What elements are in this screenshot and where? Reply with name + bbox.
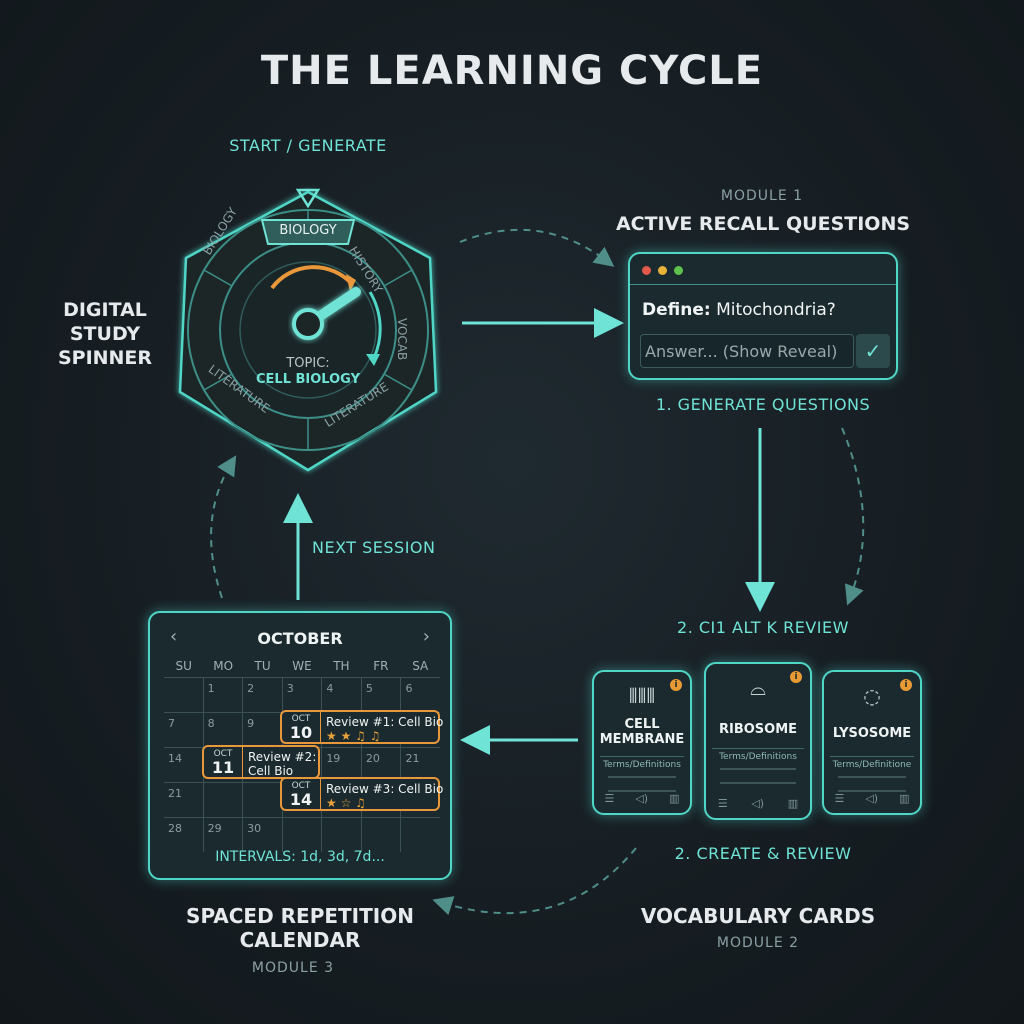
intervals-label: INTERVALS: 1d, 3d, 7d...	[215, 849, 385, 865]
list-icon[interactable]: ☰	[834, 792, 845, 805]
recall-question: Define: Mitochondria?	[642, 300, 836, 320]
answer-input[interactable]: Answer... (Show Reveal)	[640, 334, 854, 368]
membrane-icon: ⦀⦀⦀	[628, 684, 656, 708]
speaker-icon[interactable]: ◁)	[635, 792, 649, 805]
topic-label: TOPIC:	[286, 356, 330, 371]
trash-icon[interactable]: ▥	[899, 792, 910, 805]
calendar-month: OCTOBER	[257, 629, 343, 648]
module-1-tag: MODULE 1	[720, 188, 804, 204]
dashed-arrow-right	[841, 427, 865, 606]
rating-stars: ★ ★ ♫ ♫	[326, 729, 381, 743]
window-maximize-dot[interactable]	[674, 266, 683, 275]
chevron-left-icon[interactable]: ‹	[170, 626, 178, 647]
vocab-card-lysosome[interactable]: i ◌ LYSOSOME Terms/Definitione ☰◁)▥	[822, 670, 922, 815]
dashed-arrow-top	[459, 228, 615, 267]
vocab-card-ribosome[interactable]: i ⌓ RIBOSOME Terms/Definitions ☰◁)▥	[704, 662, 812, 820]
module-2-title: VOCABULARY CARDS	[640, 904, 876, 928]
info-icon: i	[900, 679, 912, 691]
create-review-label: 2. CREATE & REVIEW	[674, 844, 852, 863]
segment-label-vocab: VOCAB	[395, 318, 409, 361]
vocab-card-cell-membrane[interactable]: i ⦀⦀⦀ CELL MEMBRANE Terms/Definitions ☰◁…	[592, 670, 692, 815]
diagram-title: THE LEARNING CYCLE	[260, 48, 764, 94]
chevron-right-icon[interactable]: ›	[422, 626, 430, 647]
module-2-top-label: 2. CI1 ALT K REVIEW	[677, 618, 849, 637]
active-segment-tab	[260, 219, 356, 245]
topic-value: CELL BIOLOGY	[256, 372, 360, 387]
active-segment-label: BIOLOGY	[279, 223, 337, 238]
trash-icon[interactable]: ▥	[787, 797, 799, 810]
ribosome-icon: ⌓	[750, 676, 766, 700]
list-icon[interactable]: ☰	[604, 792, 615, 805]
lysosome-icon: ◌	[863, 684, 881, 708]
trash-icon[interactable]: ▥	[669, 792, 680, 805]
check-icon[interactable]: ✓	[856, 334, 890, 368]
module-1-title: ACTIVE RECALL QUESTIONS	[615, 213, 911, 235]
dashed-arrow-left	[210, 455, 237, 599]
module-3-tag: MODULE 3	[251, 960, 335, 976]
list-icon[interactable]: ☰	[717, 797, 728, 810]
active-recall-window: Define: Mitochondria? Answer... (Show Re…	[628, 252, 898, 380]
info-icon: i	[670, 679, 682, 691]
dashed-arrow-bottom	[432, 847, 637, 916]
generate-questions-label: 1. GENERATE QUESTIONS	[655, 395, 871, 414]
spinner-pointer-icon	[295, 188, 321, 209]
spinner-side-label: DIGITAL STUDY SPINNER	[57, 299, 153, 369]
module-3-title: SPACED REPETITION CALENDAR	[186, 904, 414, 952]
speaker-icon[interactable]: ◁)	[751, 797, 765, 810]
module-2-tag: MODULE 2	[716, 935, 800, 951]
study-spinner[interactable]	[160, 180, 456, 480]
window-minimize-dot[interactable]	[658, 266, 667, 275]
speaker-icon[interactable]: ◁)	[865, 792, 879, 805]
next-session-label: NEXT SESSION	[312, 538, 436, 557]
info-icon: i	[790, 671, 802, 683]
window-close-dot[interactable]	[642, 266, 651, 275]
rating-stars: ★ ☆ ♫	[326, 796, 366, 810]
start-generate-label: START / GENERATE	[229, 136, 387, 155]
